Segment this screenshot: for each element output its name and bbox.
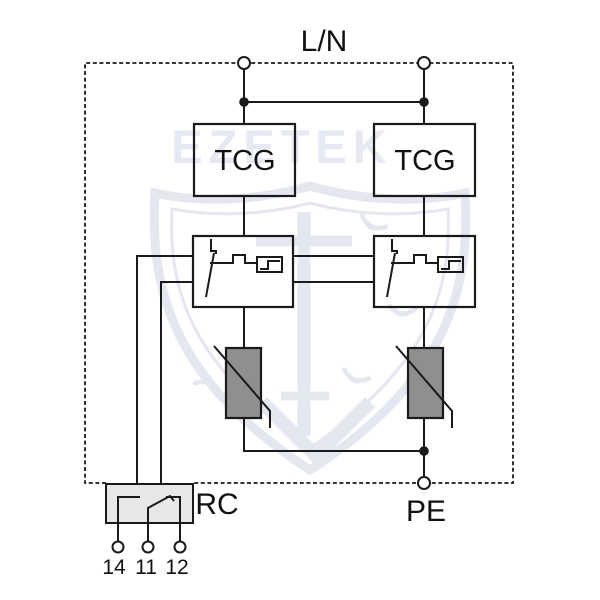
- pe-terminal: [417, 476, 431, 490]
- switch-linkage-icon: [391, 254, 438, 264]
- varistor-left: [213, 345, 271, 428]
- terminal-14-node: [111, 540, 125, 554]
- watermark-text: EZETEK: [171, 120, 392, 173]
- tcg-right-box: [372, 122, 477, 198]
- watermark-chevron: [257, 397, 375, 466]
- status-step-icon: [441, 260, 461, 270]
- ezetek-watermark: EZETEK: [149, 120, 471, 476]
- watermark-arc-motif: [192, 379, 222, 397]
- switch-linkage-icon: [210, 254, 257, 264]
- status-indicator-box: [437, 256, 464, 273]
- tcg-left-box: [192, 122, 297, 198]
- wire-rc-to-disconnect-upper: [136, 255, 193, 484]
- junction-dot: [239, 97, 249, 107]
- pe-label: PE: [406, 495, 446, 528]
- varistor-right: [395, 345, 453, 428]
- disconnect-module-right: [372, 234, 477, 309]
- terminal-14-label: 14: [102, 556, 126, 579]
- watermark-arc-motif: [359, 213, 389, 231]
- ln-label: L/N: [301, 25, 348, 58]
- disconnect-left-box: [191, 234, 295, 309]
- disconnect-right-box: [372, 234, 477, 309]
- tcg-module-right: TCG: [372, 122, 477, 198]
- switch-blade-icon: [386, 252, 396, 298]
- switch-fixed-contact-icon: [391, 239, 398, 254]
- terminal-11-node: [141, 540, 155, 554]
- terminal-12-label: 12: [165, 556, 188, 579]
- junction-dot: [419, 97, 429, 107]
- terminal-11-label: 11: [135, 556, 157, 579]
- rc-label: RC: [195, 488, 238, 521]
- wire-varistor-left-to-pe: [243, 418, 424, 452]
- varistor-diagonal-icon: [213, 345, 271, 428]
- watermark-arc-motif: [341, 367, 372, 384]
- rc-nc-contact-icon: [166, 496, 181, 523]
- ln-terminal-right: [417, 56, 431, 70]
- ln-terminal-left: [237, 56, 251, 70]
- junction-dot: [419, 446, 429, 456]
- wires: [117, 63, 425, 542]
- varistor-body: [406, 346, 445, 420]
- varistor-diagonal-icon: [395, 345, 453, 428]
- rc-box: [105, 483, 194, 524]
- rc-changeover-blade-icon: [147, 494, 175, 523]
- tcg-module-left: TCG: [192, 122, 297, 198]
- status-step-icon: [260, 260, 280, 270]
- varistor-body: [224, 346, 263, 420]
- wire-rc-terminal-leads: [117, 523, 181, 542]
- wire-rc-to-disconnect-lower: [160, 281, 193, 484]
- disconnect-module-left: [191, 234, 295, 309]
- switch-fixed-contact-icon: [210, 239, 217, 254]
- rc-no-contact-icon: [117, 496, 140, 523]
- tcg-right-label: TCG: [394, 145, 455, 177]
- switch-blade-icon: [205, 252, 215, 298]
- status-indicator-box: [256, 256, 283, 273]
- terminal-12-node: [173, 540, 187, 554]
- rc-module: [105, 483, 194, 554]
- device-boundary-dashed: [84, 62, 514, 484]
- tcg-left-label: TCG: [214, 145, 275, 177]
